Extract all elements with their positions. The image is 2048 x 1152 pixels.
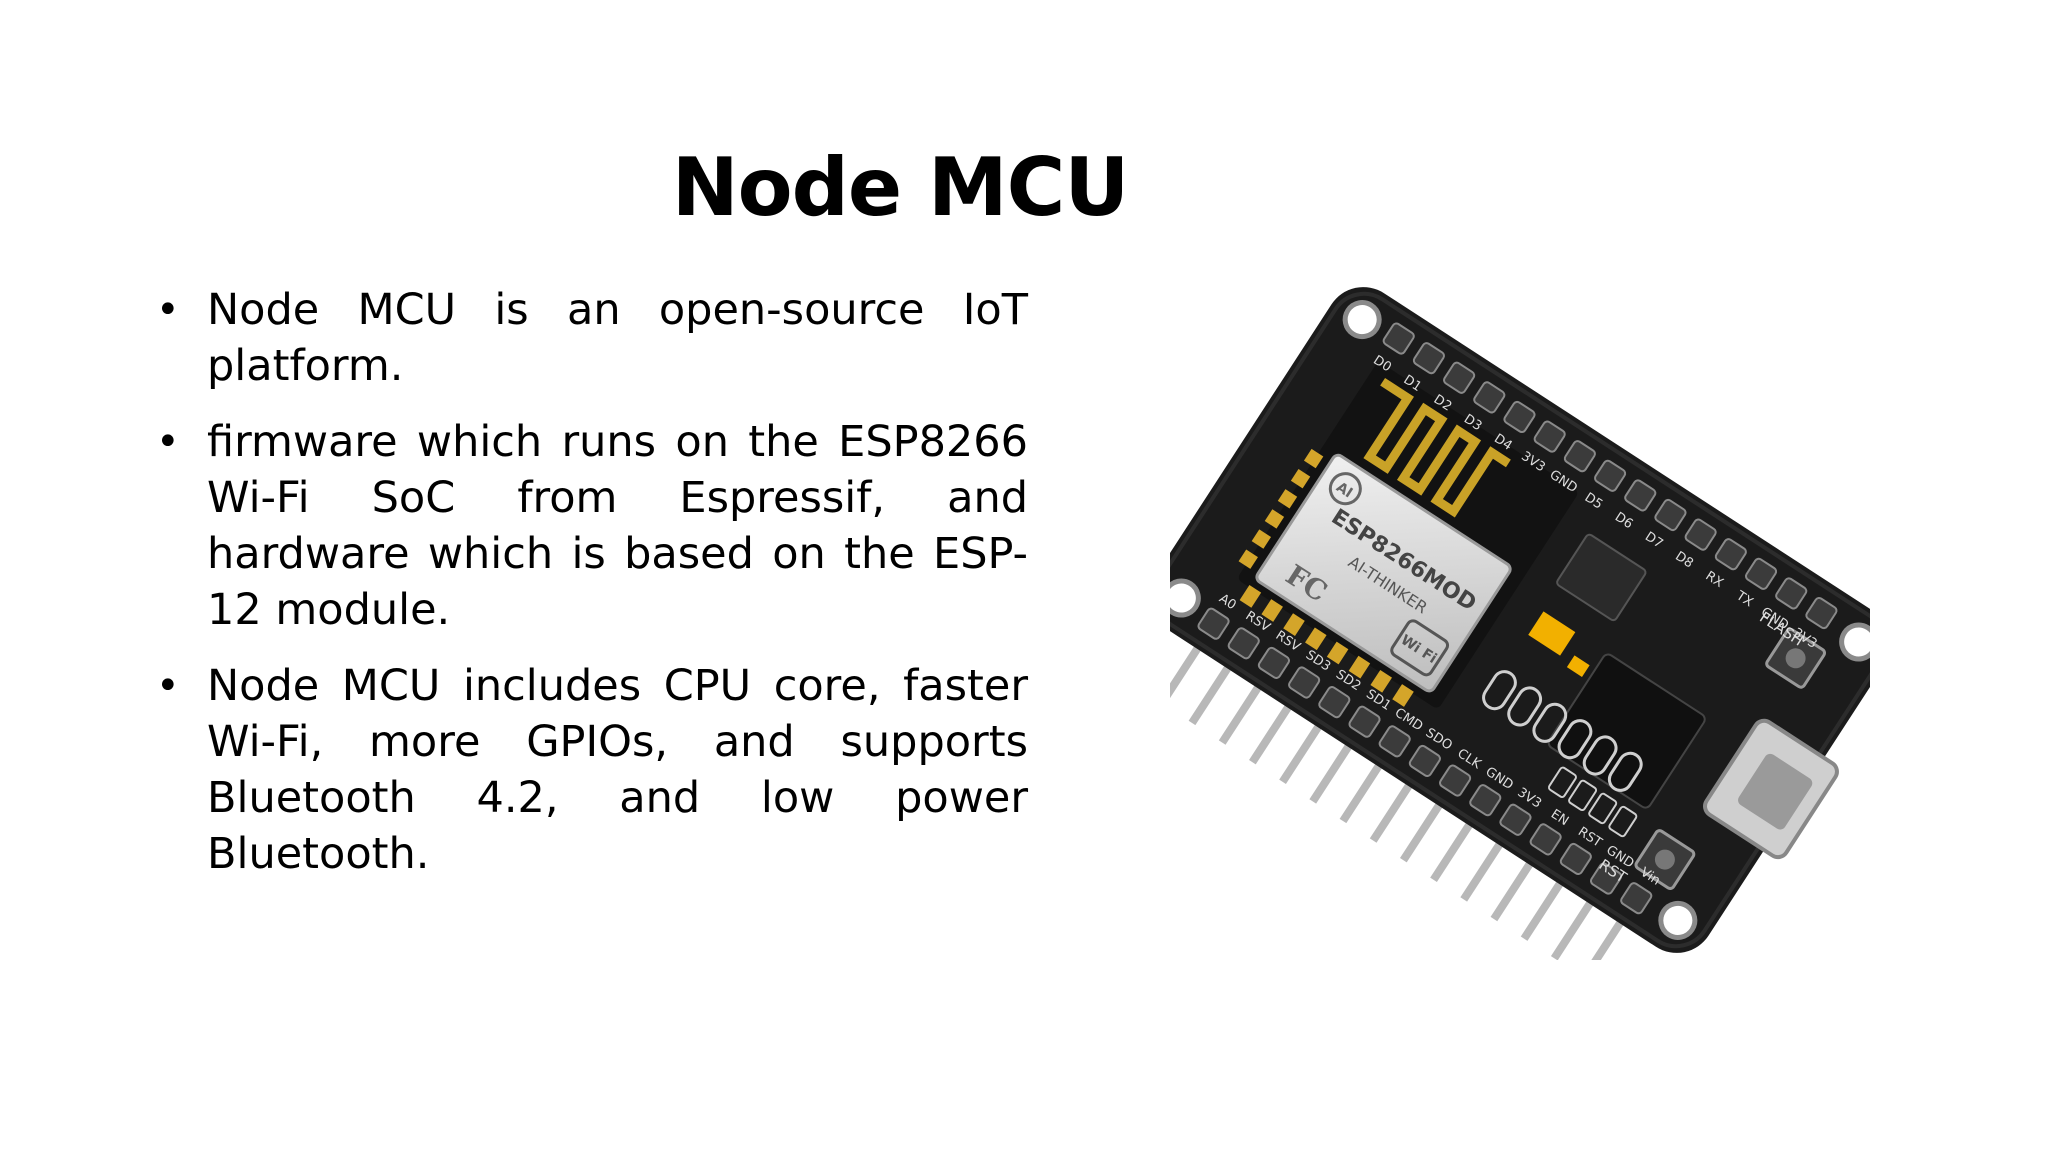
smd-pad <box>1608 805 1638 838</box>
pin-pad <box>1563 440 1596 473</box>
castellation-pad <box>1283 613 1305 637</box>
smd-pad <box>1557 719 1593 760</box>
pin-pad <box>1594 459 1627 492</box>
pin-pad <box>1744 557 1778 590</box>
pin-pad <box>1559 842 1592 876</box>
pin-pad <box>1529 823 1562 856</box>
bullet-glyph: • <box>156 419 180 465</box>
mount-hole <box>1170 578 1201 618</box>
castellation-pad <box>1264 509 1285 529</box>
mount-hole <box>1839 622 1870 662</box>
castellation-pad <box>1238 549 1258 569</box>
smd-pad <box>1588 792 1618 825</box>
pin-pad <box>1439 764 1472 797</box>
pin-pad <box>1197 607 1230 640</box>
smd-pad <box>1568 779 1598 812</box>
smd-capacitor <box>1566 655 1590 677</box>
smd-pad <box>1507 686 1543 727</box>
mount-hole <box>1342 300 1382 340</box>
pin-pad <box>1533 420 1566 453</box>
pin-pad <box>1382 322 1415 355</box>
pin-pad <box>1348 705 1381 738</box>
pin-pad <box>1227 627 1260 660</box>
castellation-pad <box>1370 669 1392 693</box>
pin-pad <box>1318 686 1351 719</box>
castellation-pad <box>1392 684 1414 707</box>
rf-shield <box>1255 453 1512 693</box>
castellation-pad <box>1239 584 1262 608</box>
bullet-item: • Node MCU is an open-source IoT platfor… <box>150 282 1028 394</box>
castellation-pad <box>1305 627 1327 651</box>
wifi-logo <box>1390 619 1450 677</box>
bullet-text: Node MCU includes CPU core, faster Wi-Fi… <box>207 661 1028 879</box>
pin-pad <box>1499 803 1532 836</box>
pin-pad <box>1412 342 1445 375</box>
pin-pads-bottom <box>1197 607 1653 915</box>
pin-pad <box>1684 518 1717 551</box>
pin-pad <box>1288 666 1321 699</box>
bullet-glyph: • <box>156 663 180 709</box>
tantalum-capacitor <box>1528 611 1576 656</box>
pin-pad <box>1589 862 1623 895</box>
castellation-pad <box>1290 469 1311 489</box>
pin-pads-top <box>1382 322 1838 630</box>
bullet-glyph: • <box>156 287 180 333</box>
smd-pad <box>1532 702 1568 743</box>
board-illustration: ESP8266MOD AI-THINKER Wi Fi FC AI <box>1170 287 1870 960</box>
castellation-pad <box>1348 655 1371 679</box>
pin-pad <box>1257 646 1291 679</box>
voltage-regulator <box>1556 533 1647 622</box>
smd-pad <box>1607 751 1643 792</box>
pin-pad <box>1620 882 1653 915</box>
bullet-text: firmware which runs on the ESP8266 Wi-Fi… <box>207 417 1028 635</box>
castellation-pad <box>1261 599 1283 622</box>
pin-pad <box>1805 596 1838 630</box>
smd-pad <box>1482 670 1517 711</box>
pcb-antenna <box>1363 377 1511 518</box>
ai-logo <box>1328 472 1362 506</box>
castellation-pad <box>1303 448 1324 469</box>
castellation-pad <box>1277 489 1298 509</box>
bullet-item: • Node MCU includes CPU core, faster Wi-… <box>150 658 1028 882</box>
bullet-item: • firmware which runs on the ESP8266 Wi-… <box>150 414 1028 638</box>
pin-pad <box>1624 479 1657 512</box>
castellation-pad <box>1251 529 1272 549</box>
ai-logo-text: AI <box>1333 479 1355 501</box>
smd-pad <box>1547 766 1577 798</box>
pin-pad <box>1654 498 1687 532</box>
pin-pad <box>1443 361 1476 394</box>
pin-pad <box>1503 400 1536 434</box>
castellation-pad <box>1326 641 1349 665</box>
bullet-text: Node MCU is an open-source IoT platform. <box>207 285 1028 391</box>
smd-pad <box>1582 735 1618 776</box>
nodemcu-board-photo: ESP8266MOD AI-THINKER Wi Fi FC AI <box>1170 280 1870 960</box>
pin-pad <box>1775 577 1808 610</box>
pin-pad <box>1469 784 1502 817</box>
mount-hole <box>1658 900 1698 940</box>
pin-pad <box>1408 744 1441 778</box>
pin-pad <box>1714 538 1747 571</box>
pin-pad <box>1378 725 1411 758</box>
slide-title: Node MCU <box>671 141 1130 234</box>
smd-pads <box>1482 670 1643 838</box>
module-castellation <box>1238 448 1414 707</box>
pin-pad <box>1473 381 1506 414</box>
bullet-list: • Node MCU is an open-source IoT platfor… <box>150 282 1028 902</box>
